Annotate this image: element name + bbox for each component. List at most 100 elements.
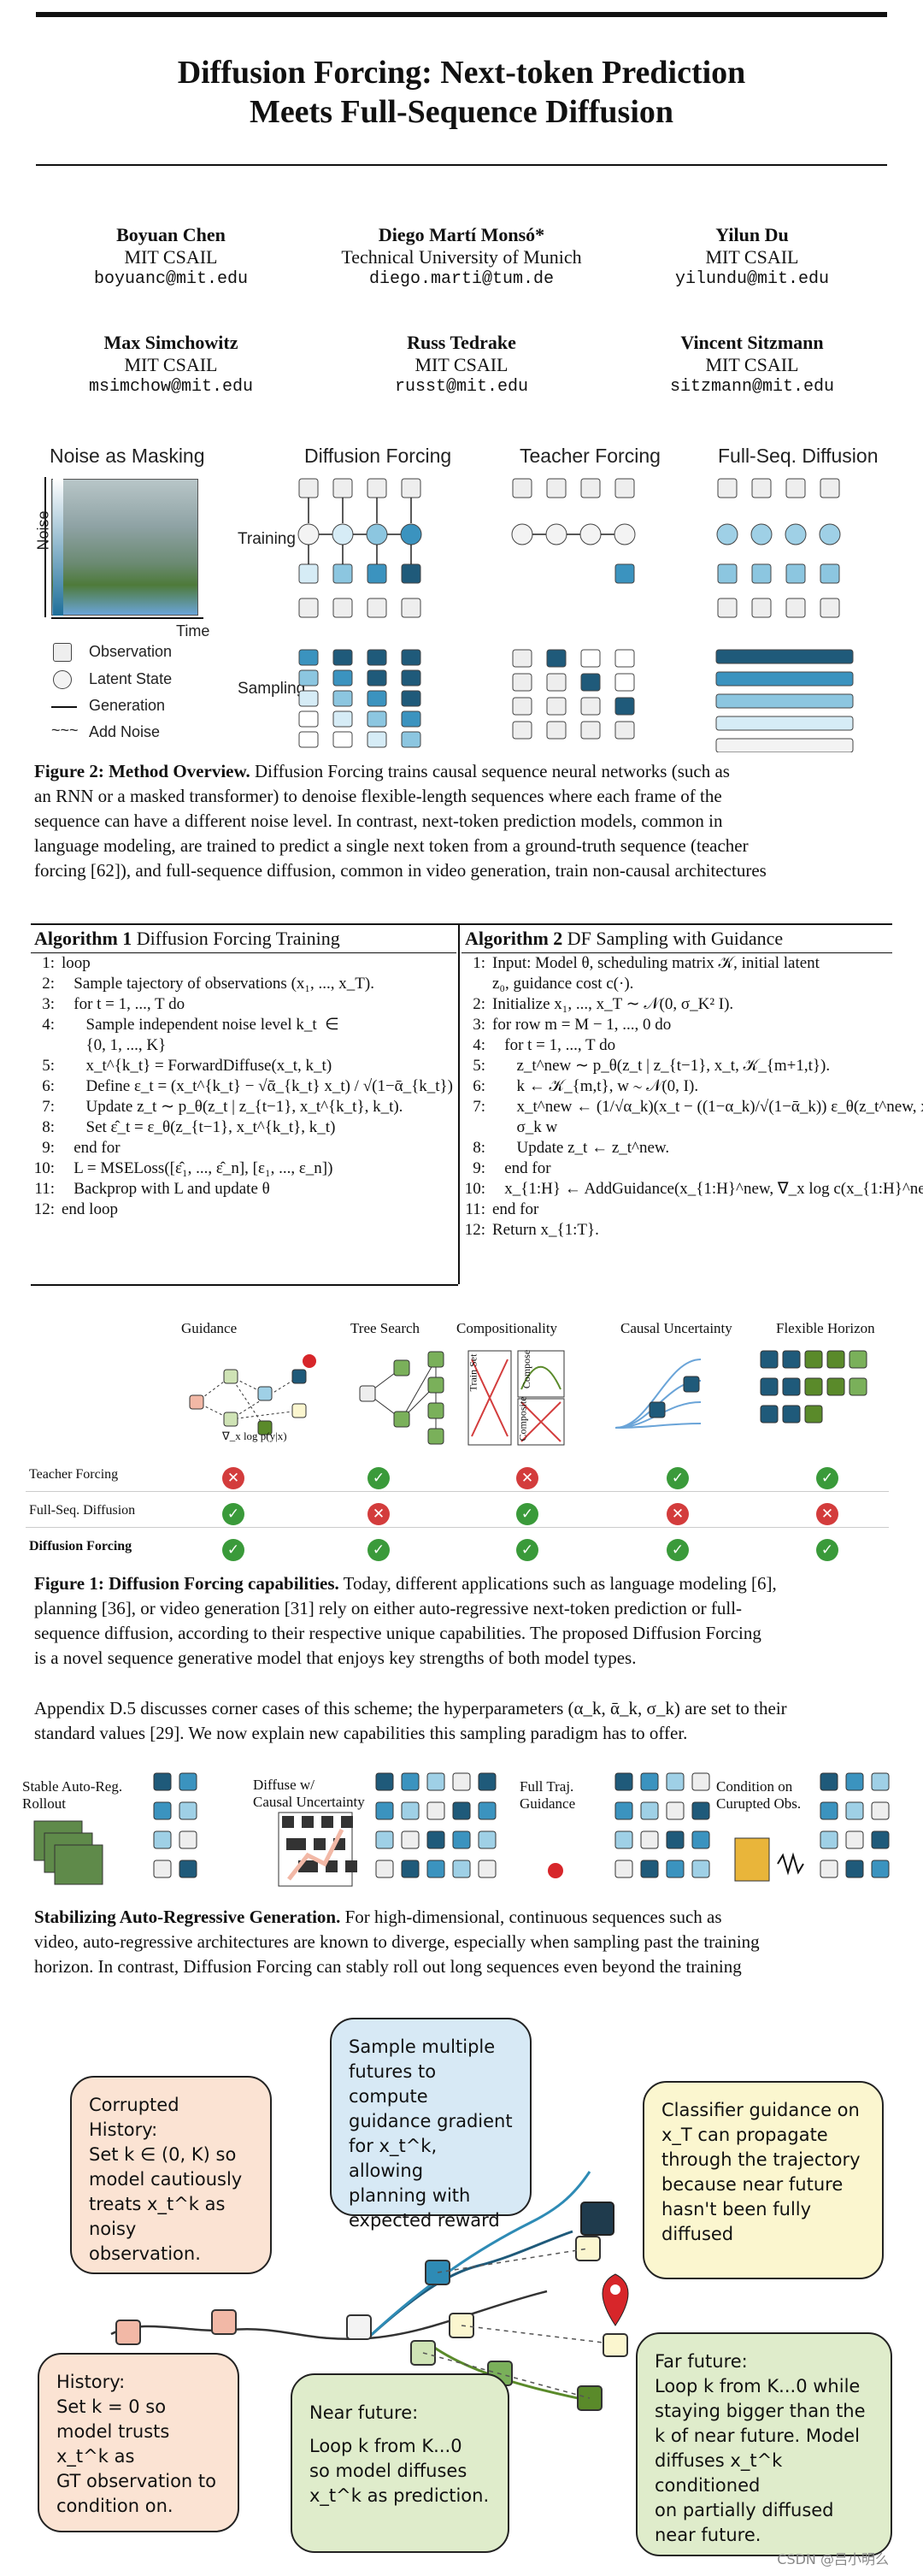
author-email[interactable]: msimchow@mit.edu — [17, 376, 325, 398]
strip-box — [692, 1831, 709, 1848]
strip-box — [376, 1773, 393, 1790]
legend-latent: Latent State — [89, 670, 172, 688]
tree-node — [292, 1370, 306, 1383]
author-3: Yilun Du MIT CSAIL yilundu@mit.edu — [598, 224, 906, 291]
tree-node — [394, 1412, 409, 1427]
sampling-box — [615, 722, 634, 739]
algorithm-line: 6: Define ε_t = (x_t^{k_t} − √ᾱ_{k_t} x_… — [31, 1076, 456, 1097]
observation-box — [547, 479, 566, 498]
noise-masking-image — [51, 479, 198, 616]
strip-box — [179, 1773, 197, 1790]
author-2: Diego Martí Monsó* Technical University … — [308, 224, 615, 291]
strip-box — [667, 1802, 684, 1819]
title-rule — [36, 164, 887, 166]
algorithm-line: σ_k w — [462, 1117, 892, 1138]
strip-box — [453, 1860, 470, 1877]
maze-wall — [302, 1816, 314, 1828]
check-icon: ✓ — [667, 1467, 689, 1489]
row-teacher-forcing: Teacher Forcing — [29, 1467, 118, 1483]
author-email[interactable]: sitzmann@mit.edu — [598, 376, 906, 398]
title-line-2: Meets Full-Sequence Diffusion — [0, 92, 923, 132]
observation-box — [367, 479, 386, 498]
legend-noise-icon: ~~~ — [51, 722, 79, 740]
figure-2-caption: Figure 2: Method Overview. Diffusion For… — [34, 759, 889, 883]
algorithm-2: Algorithm 2 DF Sampling with Guidance 1:… — [462, 925, 892, 1241]
horizon-box — [783, 1406, 800, 1423]
author-email[interactable]: boyuanc@mit.edu — [17, 268, 325, 291]
algorithm-1: Algorithm 1 Diffusion Forcing Training 1… — [31, 925, 456, 1220]
full-seq-bar — [716, 672, 853, 686]
algorithm-line: 7: x_t^new ← (1/√α_k)(x_t − ((1−α_k)/√(1… — [462, 1097, 892, 1117]
latent-circle — [717, 524, 738, 545]
full-seq-bar — [716, 716, 853, 730]
observation-box — [718, 598, 737, 617]
observation-box — [752, 479, 771, 498]
author-email[interactable]: diego.marti@tum.de — [308, 268, 615, 291]
strip-box — [453, 1831, 470, 1848]
check-icon: ✓ — [367, 1467, 390, 1489]
author-email[interactable]: russt@mit.edu — [308, 376, 615, 398]
paragraph-appendix: Appendix D.5 discusses corner cases of t… — [34, 1696, 889, 1746]
latent-circle — [298, 524, 319, 545]
trajectory-node — [347, 2315, 371, 2339]
strip-box — [667, 1831, 684, 1848]
observation-box — [402, 598, 420, 617]
sampling-box — [402, 670, 420, 686]
strip-box — [179, 1831, 197, 1848]
cross-icon: ✕ — [516, 1467, 538, 1489]
watermark: CSDN @吕小明么 — [777, 2548, 889, 2568]
map-pin-icon — [603, 2274, 628, 2325]
sampling-box — [299, 650, 318, 665]
author-email[interactable]: yilundu@mit.edu — [598, 268, 906, 291]
latent-circle — [614, 524, 635, 545]
full-seq-bar — [716, 650, 853, 663]
algorithm-line: 11: Backprop with L and update θ — [31, 1179, 456, 1200]
legend-add-noise: Add Noise — [89, 723, 160, 741]
cross-icon: ✕ — [222, 1467, 244, 1489]
strip-box — [453, 1802, 470, 1819]
bubble-sample-futures: Sample multiple futures to compute guida… — [330, 2018, 532, 2216]
sampling-box — [402, 711, 420, 727]
noisy-observation-box — [718, 564, 737, 583]
sampling-box — [333, 670, 352, 686]
noisy-observation-box — [333, 564, 352, 583]
maze-wall — [286, 1838, 298, 1850]
legend-observation: Observation — [89, 643, 172, 661]
train-set-label: Train Set — [467, 1354, 479, 1392]
observation-box — [299, 598, 318, 617]
observation-box — [786, 479, 805, 498]
strip-box — [820, 1802, 838, 1819]
bubble-far-future: Far future: Loop k from K...0 while stay… — [636, 2332, 892, 2556]
algorithm-line: 9: end for — [462, 1158, 892, 1179]
row-label-training: Training — [238, 530, 296, 549]
row-diffusion-forcing: Diffusion Forcing — [29, 1539, 132, 1554]
check-icon: ✓ — [816, 1467, 838, 1489]
legend-generation: Generation — [89, 697, 165, 715]
strip-box — [820, 1860, 838, 1877]
sampling-box — [299, 691, 318, 706]
observation-box — [820, 479, 839, 498]
sampling-box — [367, 670, 386, 686]
video-frame-image — [55, 1845, 103, 1884]
fig3-strip — [17, 1761, 906, 1898]
paragraph-stabilizing: Stabilizing Auto-Regressive Generation. … — [34, 1905, 889, 1979]
composite-label: Composite — [517, 1396, 530, 1441]
horizon-box — [805, 1378, 822, 1395]
sampling-box — [402, 691, 420, 706]
algorithm-line: 4: for t = 1, ..., T do — [462, 1035, 892, 1056]
latent-circle — [367, 524, 387, 545]
bubble-history: History: Set k = 0 so model trusts x_t^k… — [38, 2353, 239, 2532]
observation-box — [367, 598, 386, 617]
col-compositionality: Compositionality — [456, 1320, 557, 1337]
strip-box — [479, 1860, 496, 1877]
observation-box — [402, 479, 420, 498]
strip-box — [872, 1802, 889, 1819]
panel-title-fs: Full-Seq. Diffusion — [718, 445, 879, 468]
algorithm-line: 10: L = MSELoss([ε̂₁, ..., ε̂_n], [ε₁, .… — [31, 1158, 456, 1179]
col-causal-uncertainty: Causal Uncertainty — [620, 1320, 732, 1337]
tree-node — [292, 1404, 306, 1418]
sampling-box — [333, 691, 352, 706]
tree-edge — [231, 1411, 299, 1419]
cross-icon: ✕ — [367, 1503, 390, 1525]
